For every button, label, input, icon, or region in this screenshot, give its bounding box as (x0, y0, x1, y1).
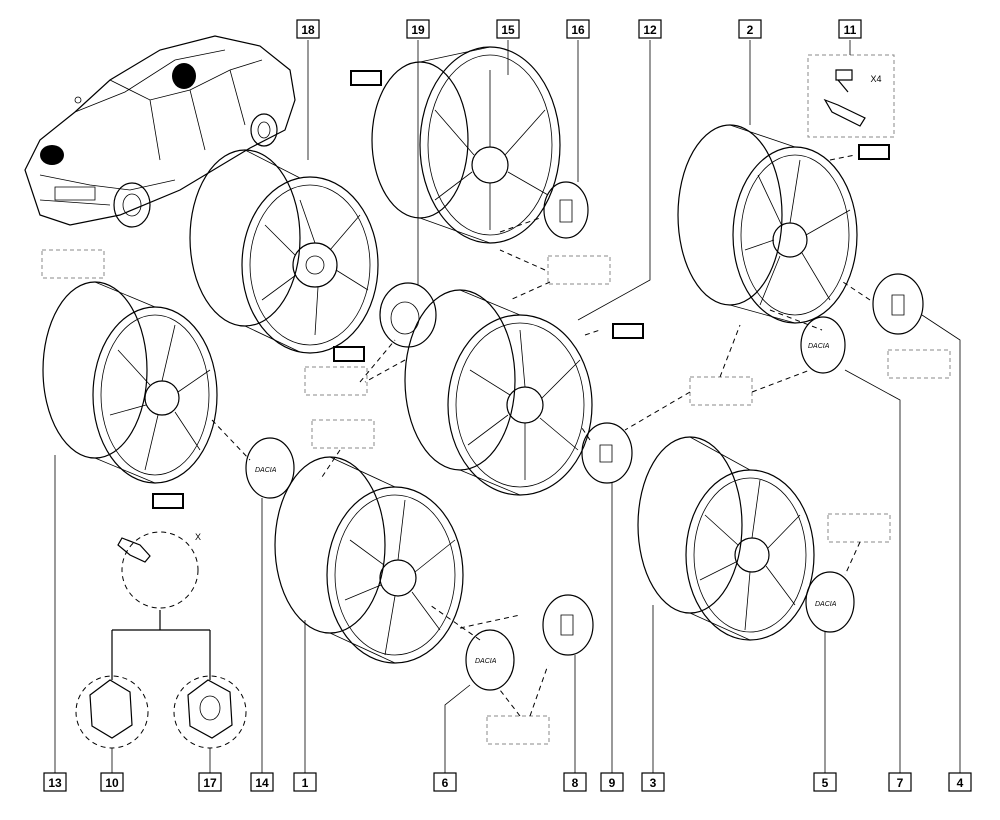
callout-16: 16 (566, 19, 590, 39)
svg-text:7: 7 (897, 776, 904, 790)
car-illustration (24, 35, 296, 228)
callout-18: 18 (296, 19, 320, 39)
lug-bolt-detail: X (111, 531, 211, 680)
callout-13: 13 (43, 772, 67, 792)
center-cap-6: DACIA (465, 629, 515, 691)
svg-text:4: 4 (957, 776, 964, 790)
svg-text:10: 10 (105, 776, 119, 790)
bolt-quantity: X4 (870, 74, 881, 84)
svg-text:1: 1 (302, 776, 309, 790)
wheel-3 (637, 436, 815, 641)
svg-text:2: 2 (747, 23, 754, 37)
callout-8: 8 (563, 772, 587, 792)
center-cap-7: DACIA (800, 316, 846, 374)
bolt-kit-11: X4 (807, 54, 895, 138)
callout-7: 7 (888, 772, 912, 792)
wheel-15 (371, 46, 561, 244)
callout-10: 10 (100, 772, 124, 792)
wheel-18 (189, 149, 379, 354)
axis-label: X (195, 532, 201, 542)
svg-text:13: 13 (48, 776, 62, 790)
svg-text:19: 19 (411, 23, 425, 37)
callout-5: 5 (813, 772, 837, 792)
wheel-2 (677, 124, 858, 324)
svg-text:16: 16 (571, 23, 585, 37)
cap-logo-7: DACIA (808, 343, 830, 350)
svg-text:3: 3 (650, 776, 657, 790)
callout-14: 14 (250, 772, 274, 792)
svg-text:5: 5 (822, 776, 829, 790)
callout-15: 15 (496, 19, 520, 39)
callout-6: 6 (433, 772, 457, 792)
wheel-12 (404, 289, 593, 496)
callout-3: 3 (641, 772, 665, 792)
wheel-1 (274, 456, 464, 664)
svg-text:17: 17 (203, 776, 217, 790)
callout-2: 2 (738, 19, 762, 39)
lug-nut-10 (75, 675, 149, 749)
center-cap-19 (379, 282, 437, 348)
lug-nut-17 (173, 675, 247, 749)
svg-text:18: 18 (301, 23, 315, 37)
svg-text:15: 15 (501, 23, 515, 37)
svg-text:11: 11 (844, 23, 857, 37)
svg-text:12: 12 (643, 23, 657, 37)
callout-1: 1 (293, 772, 317, 792)
callout-12: 12 (638, 19, 662, 39)
center-cap-5: DACIA (805, 571, 855, 633)
center-cap-9 (581, 422, 633, 484)
wheel-13 (42, 281, 218, 484)
svg-text:9: 9 (609, 776, 616, 790)
cap-logo-6: DACIA (475, 658, 497, 665)
center-cap-16 (543, 181, 589, 239)
cap-logo-14: DACIA (255, 467, 277, 474)
svg-text:8: 8 (572, 776, 579, 790)
callout-19: 19 (406, 19, 430, 39)
cap-logo-5: DACIA (815, 601, 837, 608)
center-cap-4 (872, 273, 924, 335)
center-cap-8 (542, 594, 594, 656)
callout-4: 4 (948, 772, 972, 792)
svg-text:6: 6 (442, 776, 449, 790)
callout-leaders (54, 40, 961, 775)
svg-text:14: 14 (255, 776, 269, 790)
callout-17: 17 (198, 772, 222, 792)
callout-9: 9 (600, 772, 624, 792)
reference-placeholders (41, 70, 951, 745)
center-cap-14: DACIA (245, 437, 295, 499)
callout-11: 11 (838, 19, 862, 39)
